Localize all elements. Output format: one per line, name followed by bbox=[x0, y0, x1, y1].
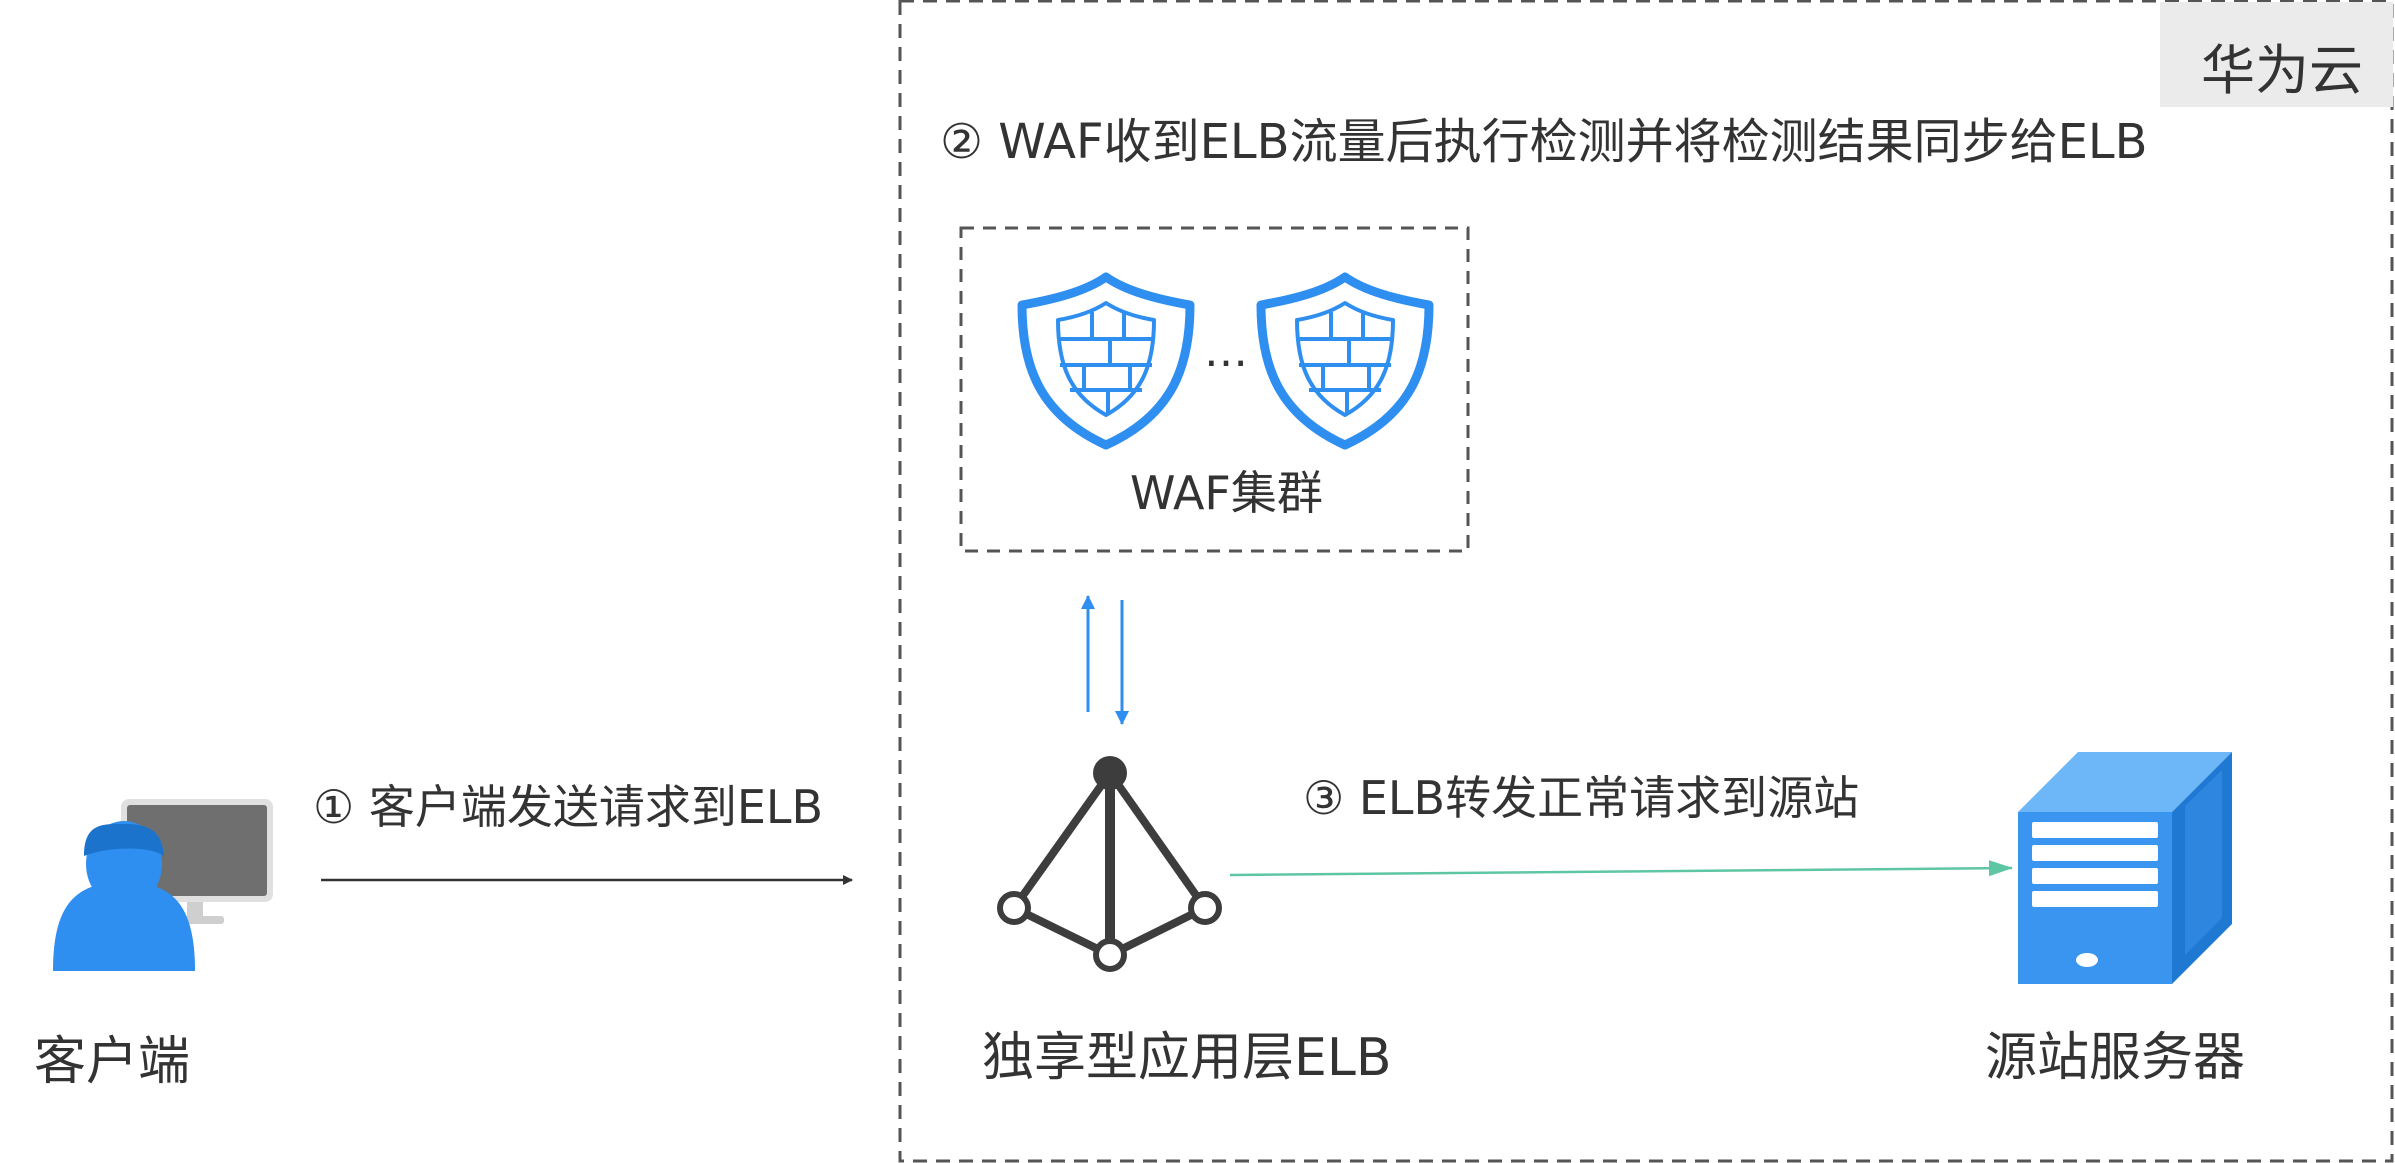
cloud-badge: 华为云 bbox=[2160, 2, 2393, 107]
waf-cluster-box bbox=[959, 226, 1470, 553]
user-computer-icon bbox=[53, 799, 273, 971]
step-1-label: ① 客户端发送请求到ELB bbox=[313, 780, 824, 834]
step-3-label: ③ ELB转发正常请求到源站 bbox=[1303, 771, 1860, 825]
elb-icon bbox=[997, 756, 1222, 972]
shield-icon bbox=[1022, 277, 1190, 445]
cloud-region bbox=[898, 0, 2394, 1163]
waf-cluster-label: WAF集群 bbox=[1130, 466, 1323, 520]
shield-icon bbox=[1261, 277, 1429, 445]
origin-server-label: 源站服务器 bbox=[1985, 1028, 2246, 1088]
step-2-label: ② WAF收到ELB流量后执行检测并将检测结果同步给ELB bbox=[940, 114, 2148, 170]
arrow-elb-to-origin bbox=[1229, 860, 2013, 877]
elb-label: 独享型应用层ELB bbox=[982, 1028, 1392, 1088]
waf-ellipsis: … bbox=[1204, 326, 1248, 377]
client-label: 客户端 bbox=[34, 1032, 191, 1092]
server-icon bbox=[2018, 752, 2232, 984]
cloud-label: 华为云 bbox=[2201, 39, 2363, 102]
